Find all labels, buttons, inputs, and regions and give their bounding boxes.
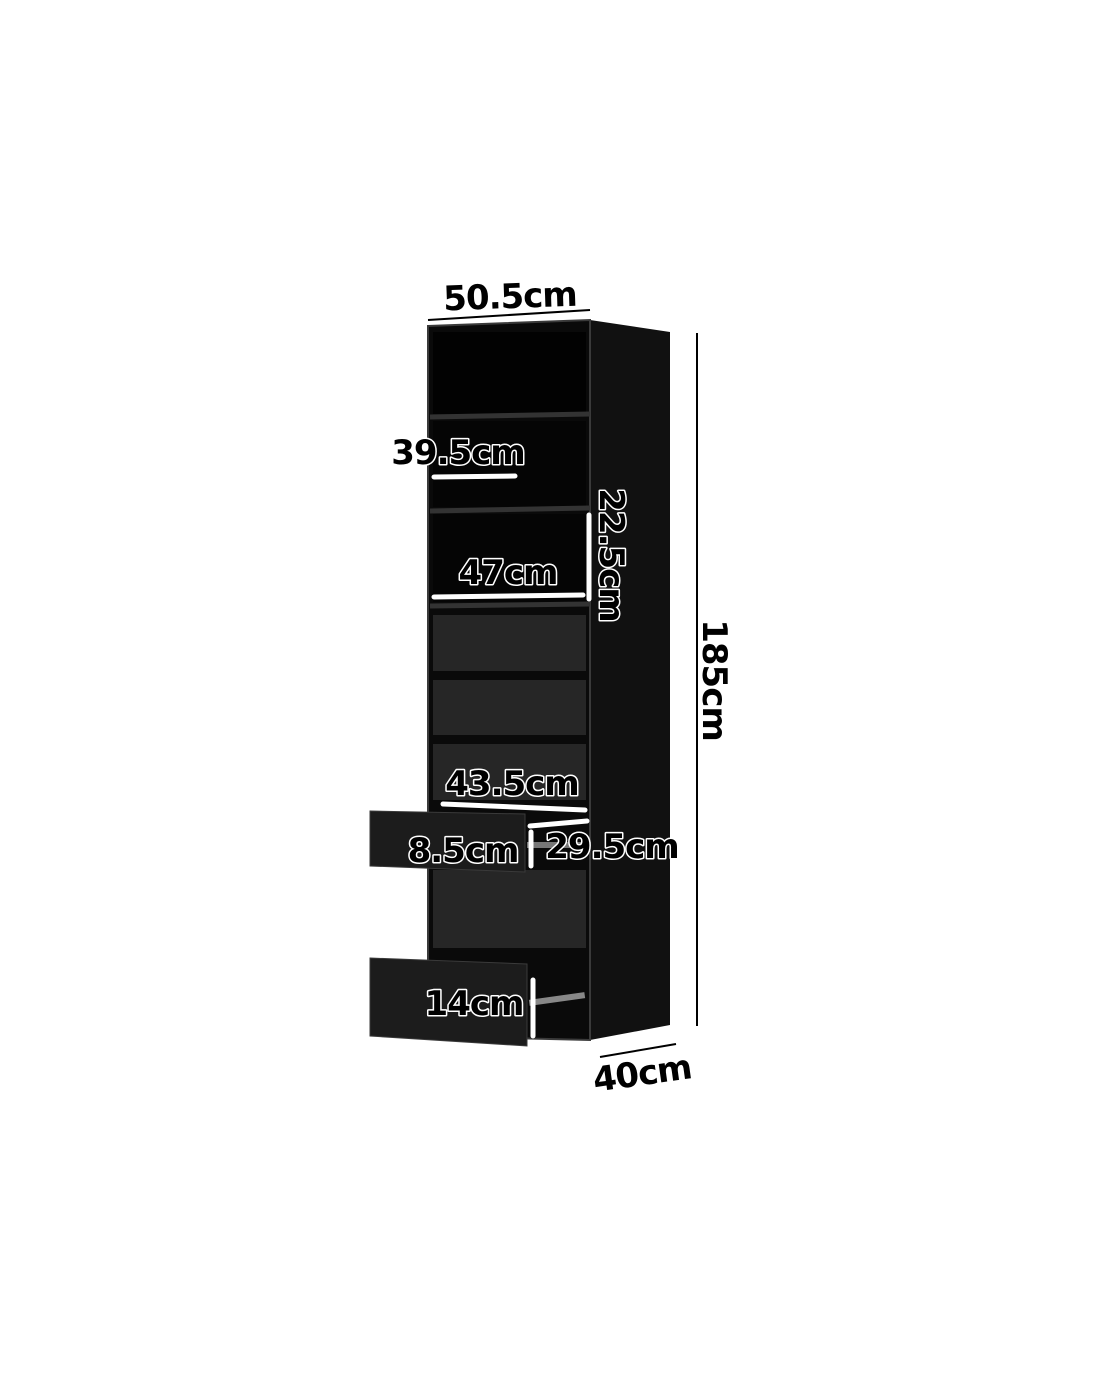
overall-width-label: 50.5cm [443, 275, 578, 320]
drawer-front[interactable] [433, 744, 586, 800]
width-dimension-line [427, 309, 591, 321]
drawer-slide-rail [527, 842, 587, 848]
shelf-cubby [433, 332, 586, 414]
drawer-depth-label: 29.5cm [545, 827, 678, 867]
shelf-board [429, 505, 591, 514]
drawer-front[interactable] [433, 870, 586, 948]
cabinet-side-panel [590, 320, 670, 1040]
shelf-depth-line [431, 473, 518, 480]
small-drawer-height-label: 8.5cm [408, 831, 519, 871]
drawer-slide-rail [528, 992, 586, 1006]
drawer-width-label: 43.5cm [445, 764, 578, 804]
shelf-height-label: 22.5cm [591, 488, 631, 621]
shelf-width-line [431, 592, 586, 600]
drawer-width-line [440, 801, 588, 813]
shelf-board [429, 601, 591, 609]
overall-height-label: 185cm [694, 619, 734, 741]
shelf-cubby [433, 421, 586, 507]
shelf-cubby [433, 514, 586, 602]
large-drawer-height-label: 14cm [425, 984, 524, 1024]
drawer-front[interactable] [433, 680, 586, 735]
drawer-front[interactable] [433, 615, 586, 671]
open-drawer-small[interactable] [369, 810, 526, 873]
drawer-depth-line [527, 818, 590, 829]
shelf-depth-label: 39.5cm [391, 433, 524, 473]
open-drawer-large[interactable] [369, 957, 528, 1047]
depth-dimension-line [599, 1043, 677, 1058]
shelf-width-label: 47cm [459, 553, 558, 593]
shelf-board [429, 411, 591, 420]
